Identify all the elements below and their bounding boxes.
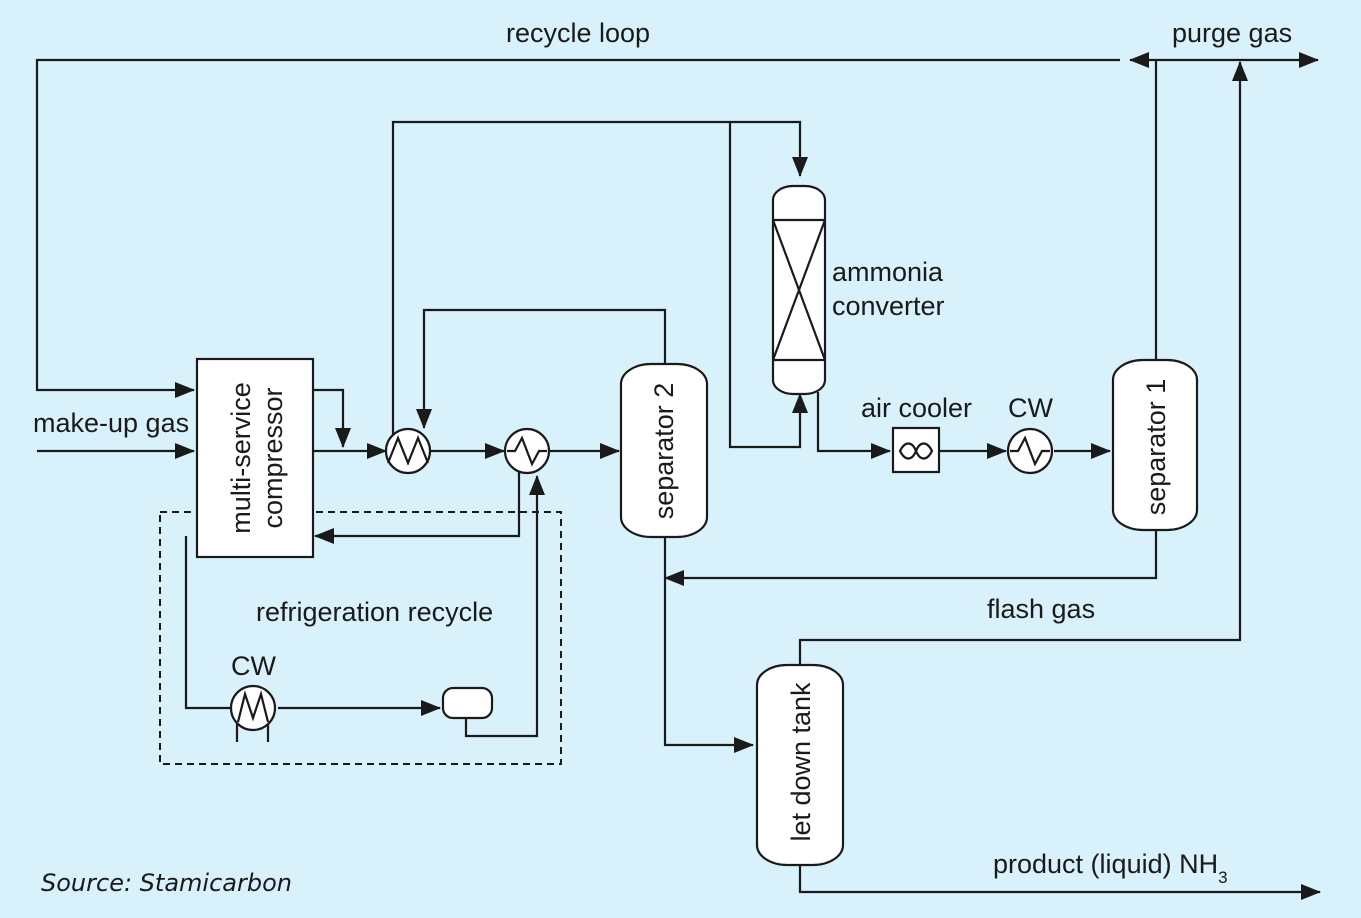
compressor-interstage-line <box>313 388 351 448</box>
cw-cooler-refrigeration <box>229 684 277 742</box>
heat-exchanger-1 <box>384 427 432 475</box>
air-cooler <box>891 426 941 474</box>
label-source: Source: Stamicarbon <box>41 869 292 897</box>
let-down-tank <box>755 663 845 867</box>
flash-gas-line <box>664 530 1158 586</box>
label-cw-refrigeration: CW <box>231 651 276 681</box>
separator-1 <box>1111 358 1199 532</box>
label-separator-1: separator 1 <box>1141 379 1171 516</box>
refrigerant-return-line <box>314 470 521 544</box>
receiver-to-hx2-line <box>464 475 545 738</box>
label-air-cooler: air cooler <box>861 393 972 423</box>
converter-outlet-line <box>816 392 891 459</box>
refrigerant-receiver <box>441 686 494 720</box>
separator2-overhead-line <box>416 308 667 429</box>
recycle-loop-line <box>35 58 1120 398</box>
product-line <box>798 865 1321 900</box>
label-compressor-1: multi-service <box>226 382 256 534</box>
label-compressor-2: compressor <box>258 387 288 528</box>
refrigerant-compressed-line <box>184 536 230 710</box>
label-converter-1: ammonia <box>832 257 944 287</box>
label-flash-gas: flash gas <box>987 594 1095 624</box>
letdown-vent-line <box>798 61 1248 665</box>
converter-bypass-line <box>728 122 808 449</box>
refrigeration-boundary <box>159 511 562 765</box>
label-product-main: product (liquid) NH <box>993 849 1218 879</box>
label-makeup-gas: make-up gas <box>33 408 189 438</box>
label-separator-2: separator 2 <box>649 383 679 520</box>
separator-2 <box>619 362 709 539</box>
cw-cooler-main <box>1006 427 1054 475</box>
heat-exchanger-2 <box>503 427 551 475</box>
label-refrigeration-recycle: refrigeration recycle <box>256 597 493 627</box>
converter-feed-line <box>391 120 808 440</box>
label-converter-2: converter <box>832 291 945 321</box>
ammonia-converter <box>771 184 827 396</box>
label-let-down-tank: let down tank <box>786 682 816 842</box>
compressor <box>195 357 315 559</box>
label-product: product (liquid) NH3 <box>993 849 1228 887</box>
label-recycle-loop: recycle loop <box>506 18 650 48</box>
separator2-liquid-line <box>663 537 754 753</box>
label-product-subscript: 3 <box>1218 868 1227 887</box>
label-cw-main: CW <box>1008 393 1053 423</box>
label-purge-gas: purge gas <box>1172 18 1292 48</box>
